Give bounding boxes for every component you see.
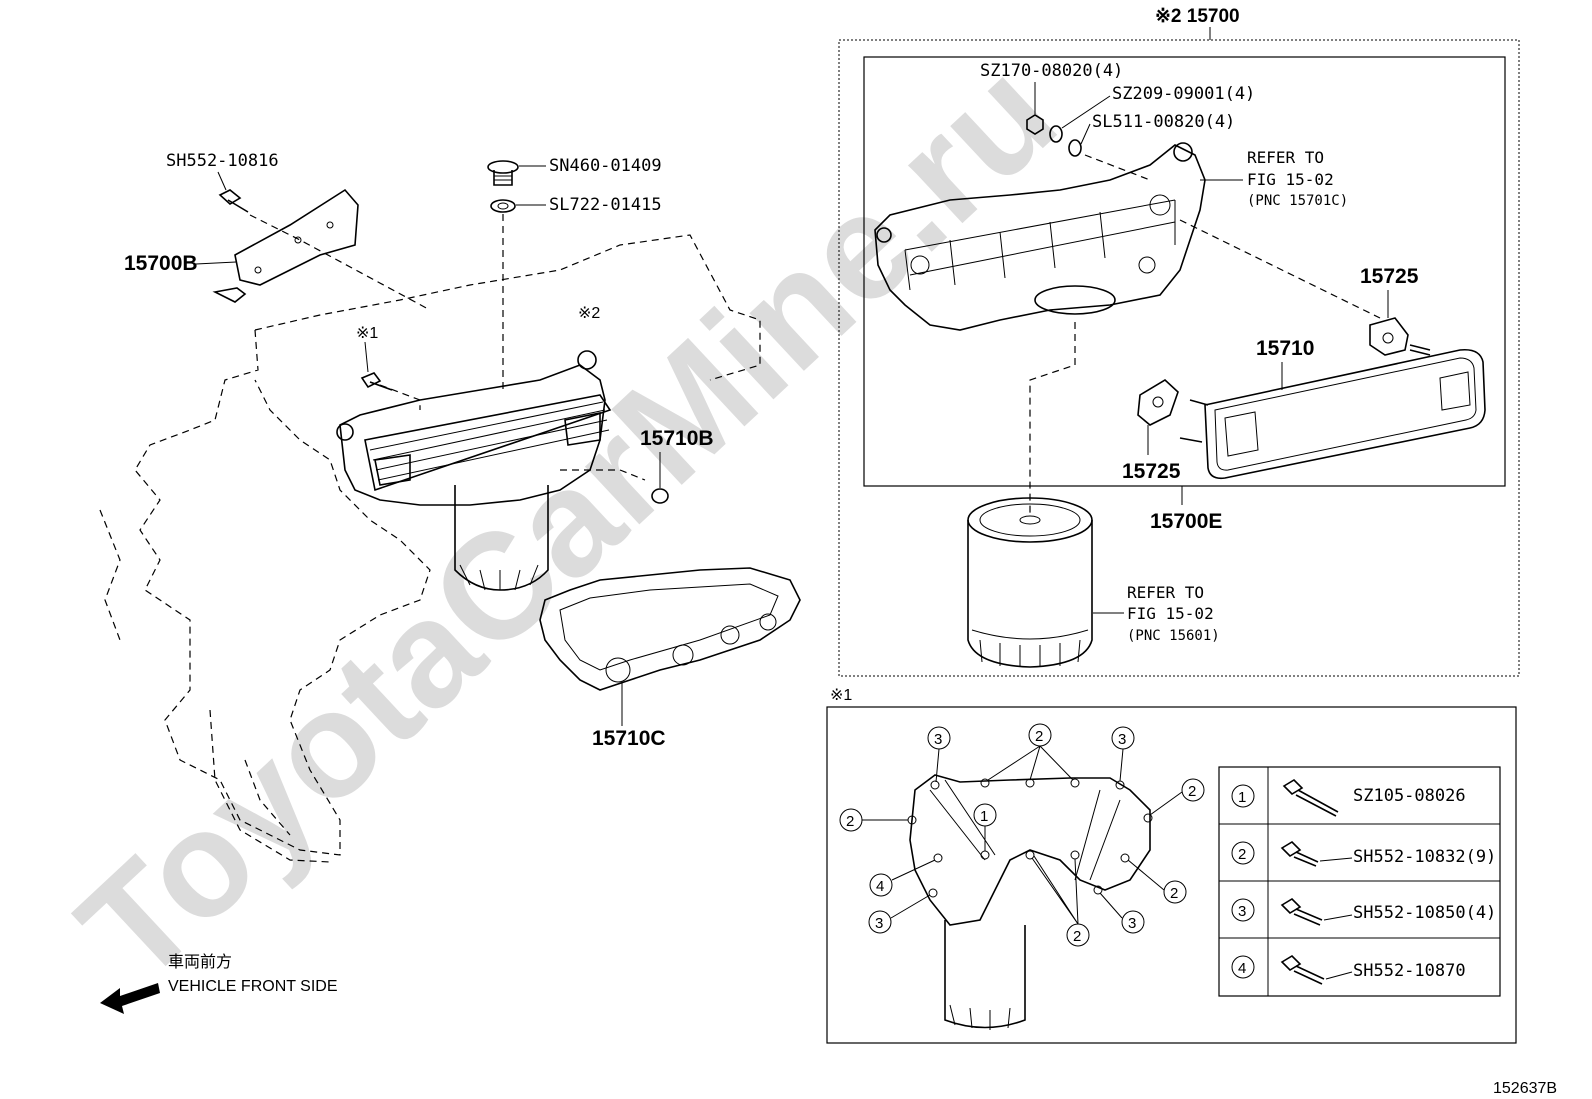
label-15700b: 15700B: [124, 252, 198, 275]
label-sl511: SL511-00820(4): [1092, 112, 1235, 132]
label-sz170: SZ170-08020(4): [980, 61, 1123, 81]
callout-4: 4: [876, 878, 884, 895]
label-15710b: 15710B: [640, 427, 714, 450]
drain-plug: [487, 160, 546, 390]
refer-1-line-3: (PNC 15701C): [1247, 193, 1348, 209]
table-num-2: 2: [1238, 846, 1246, 863]
label-sz209: SZ209-09001(4): [1112, 84, 1255, 104]
watermark: ToyotaCarMine.ru: [47, 28, 1086, 1013]
note-2: ※2: [578, 305, 600, 322]
engine-outline: [99, 234, 761, 863]
table-num-3: 3: [1238, 903, 1246, 920]
bolt-long-icon: [1282, 778, 1339, 817]
callout-2a: 2: [1035, 728, 1043, 745]
gasket-15710c: [539, 567, 801, 726]
label-sh552-10816: SH552-10816: [166, 151, 279, 171]
callout-1: 1: [980, 808, 988, 825]
callout-2b: 2: [1188, 783, 1196, 800]
label-15700e: 15700E: [1150, 510, 1222, 533]
label-sl722-01415: SL722-01415: [549, 195, 662, 215]
callout-3c: 3: [875, 915, 883, 932]
bolt-medium-icon: [1280, 897, 1323, 926]
table-part-1: SZ105-08026: [1353, 786, 1466, 806]
left-labels: SH552-10816 SN460-01409 SL722-01415 1570…: [124, 151, 714, 750]
table-num-4: 4: [1238, 960, 1246, 977]
callout-3d: 3: [1128, 915, 1136, 932]
label-15725-bottom: 15725: [1122, 460, 1181, 483]
front-label-jp: 車両前方: [168, 953, 232, 971]
refer-2-line-2: FIG 15-02: [1127, 604, 1214, 623]
label-15725-top: 15725: [1360, 265, 1419, 288]
callout-2c: 2: [846, 813, 854, 830]
bolt-medium-long-icon: [1280, 954, 1325, 985]
table-part-2: SH552-10832(9): [1353, 847, 1496, 867]
refer-2-line-3: (PNC 15601): [1127, 628, 1220, 644]
callout-2e: 2: [1073, 928, 1081, 945]
note-1: ※1: [356, 325, 378, 342]
label-sn460-01409: SN460-01409: [549, 156, 662, 176]
kit-title: ※2 15700: [1155, 6, 1240, 27]
vehicle-front-indicator: 車両前方 VEHICLE FRONT SIDE: [100, 953, 338, 1014]
table-num-1: 1: [1238, 789, 1246, 806]
table-part-3: SH552-10850(4): [1353, 903, 1496, 923]
label-15710c: 15710C: [592, 727, 666, 750]
refer-1-line-1: REFER TO: [1247, 148, 1324, 167]
oil-cooler-assembly-left: [336, 341, 669, 591]
kit-15700-panel: ※2 15700 SZ170-08020(4) SZ209-09001(4) S…: [838, 6, 1520, 677]
refer-2-line-1: REFER TO: [1127, 583, 1204, 602]
front-label-en: VEHICLE FRONT SIDE: [168, 978, 338, 995]
callout-2d: 2: [1170, 885, 1178, 902]
figure-id: 152637B: [1493, 1080, 1557, 1097]
bracket-15700b: [195, 171, 431, 311]
callout-3b: 3: [1118, 731, 1126, 748]
bolt-panel-title: ※1: [830, 687, 852, 704]
refer-1-line-2: FIG 15-02: [1247, 170, 1334, 189]
label-15710: 15710: [1256, 337, 1314, 360]
bolt-panel: ※1 3 2 3 2 2 1 2 4 2 3 3 1 2: [826, 687, 1517, 1044]
callout-3a: 3: [934, 731, 942, 748]
table-part-4: SH552-10870: [1353, 961, 1466, 981]
arrow-left-icon: [100, 983, 160, 1014]
bolt-short-icon: [1280, 840, 1319, 867]
